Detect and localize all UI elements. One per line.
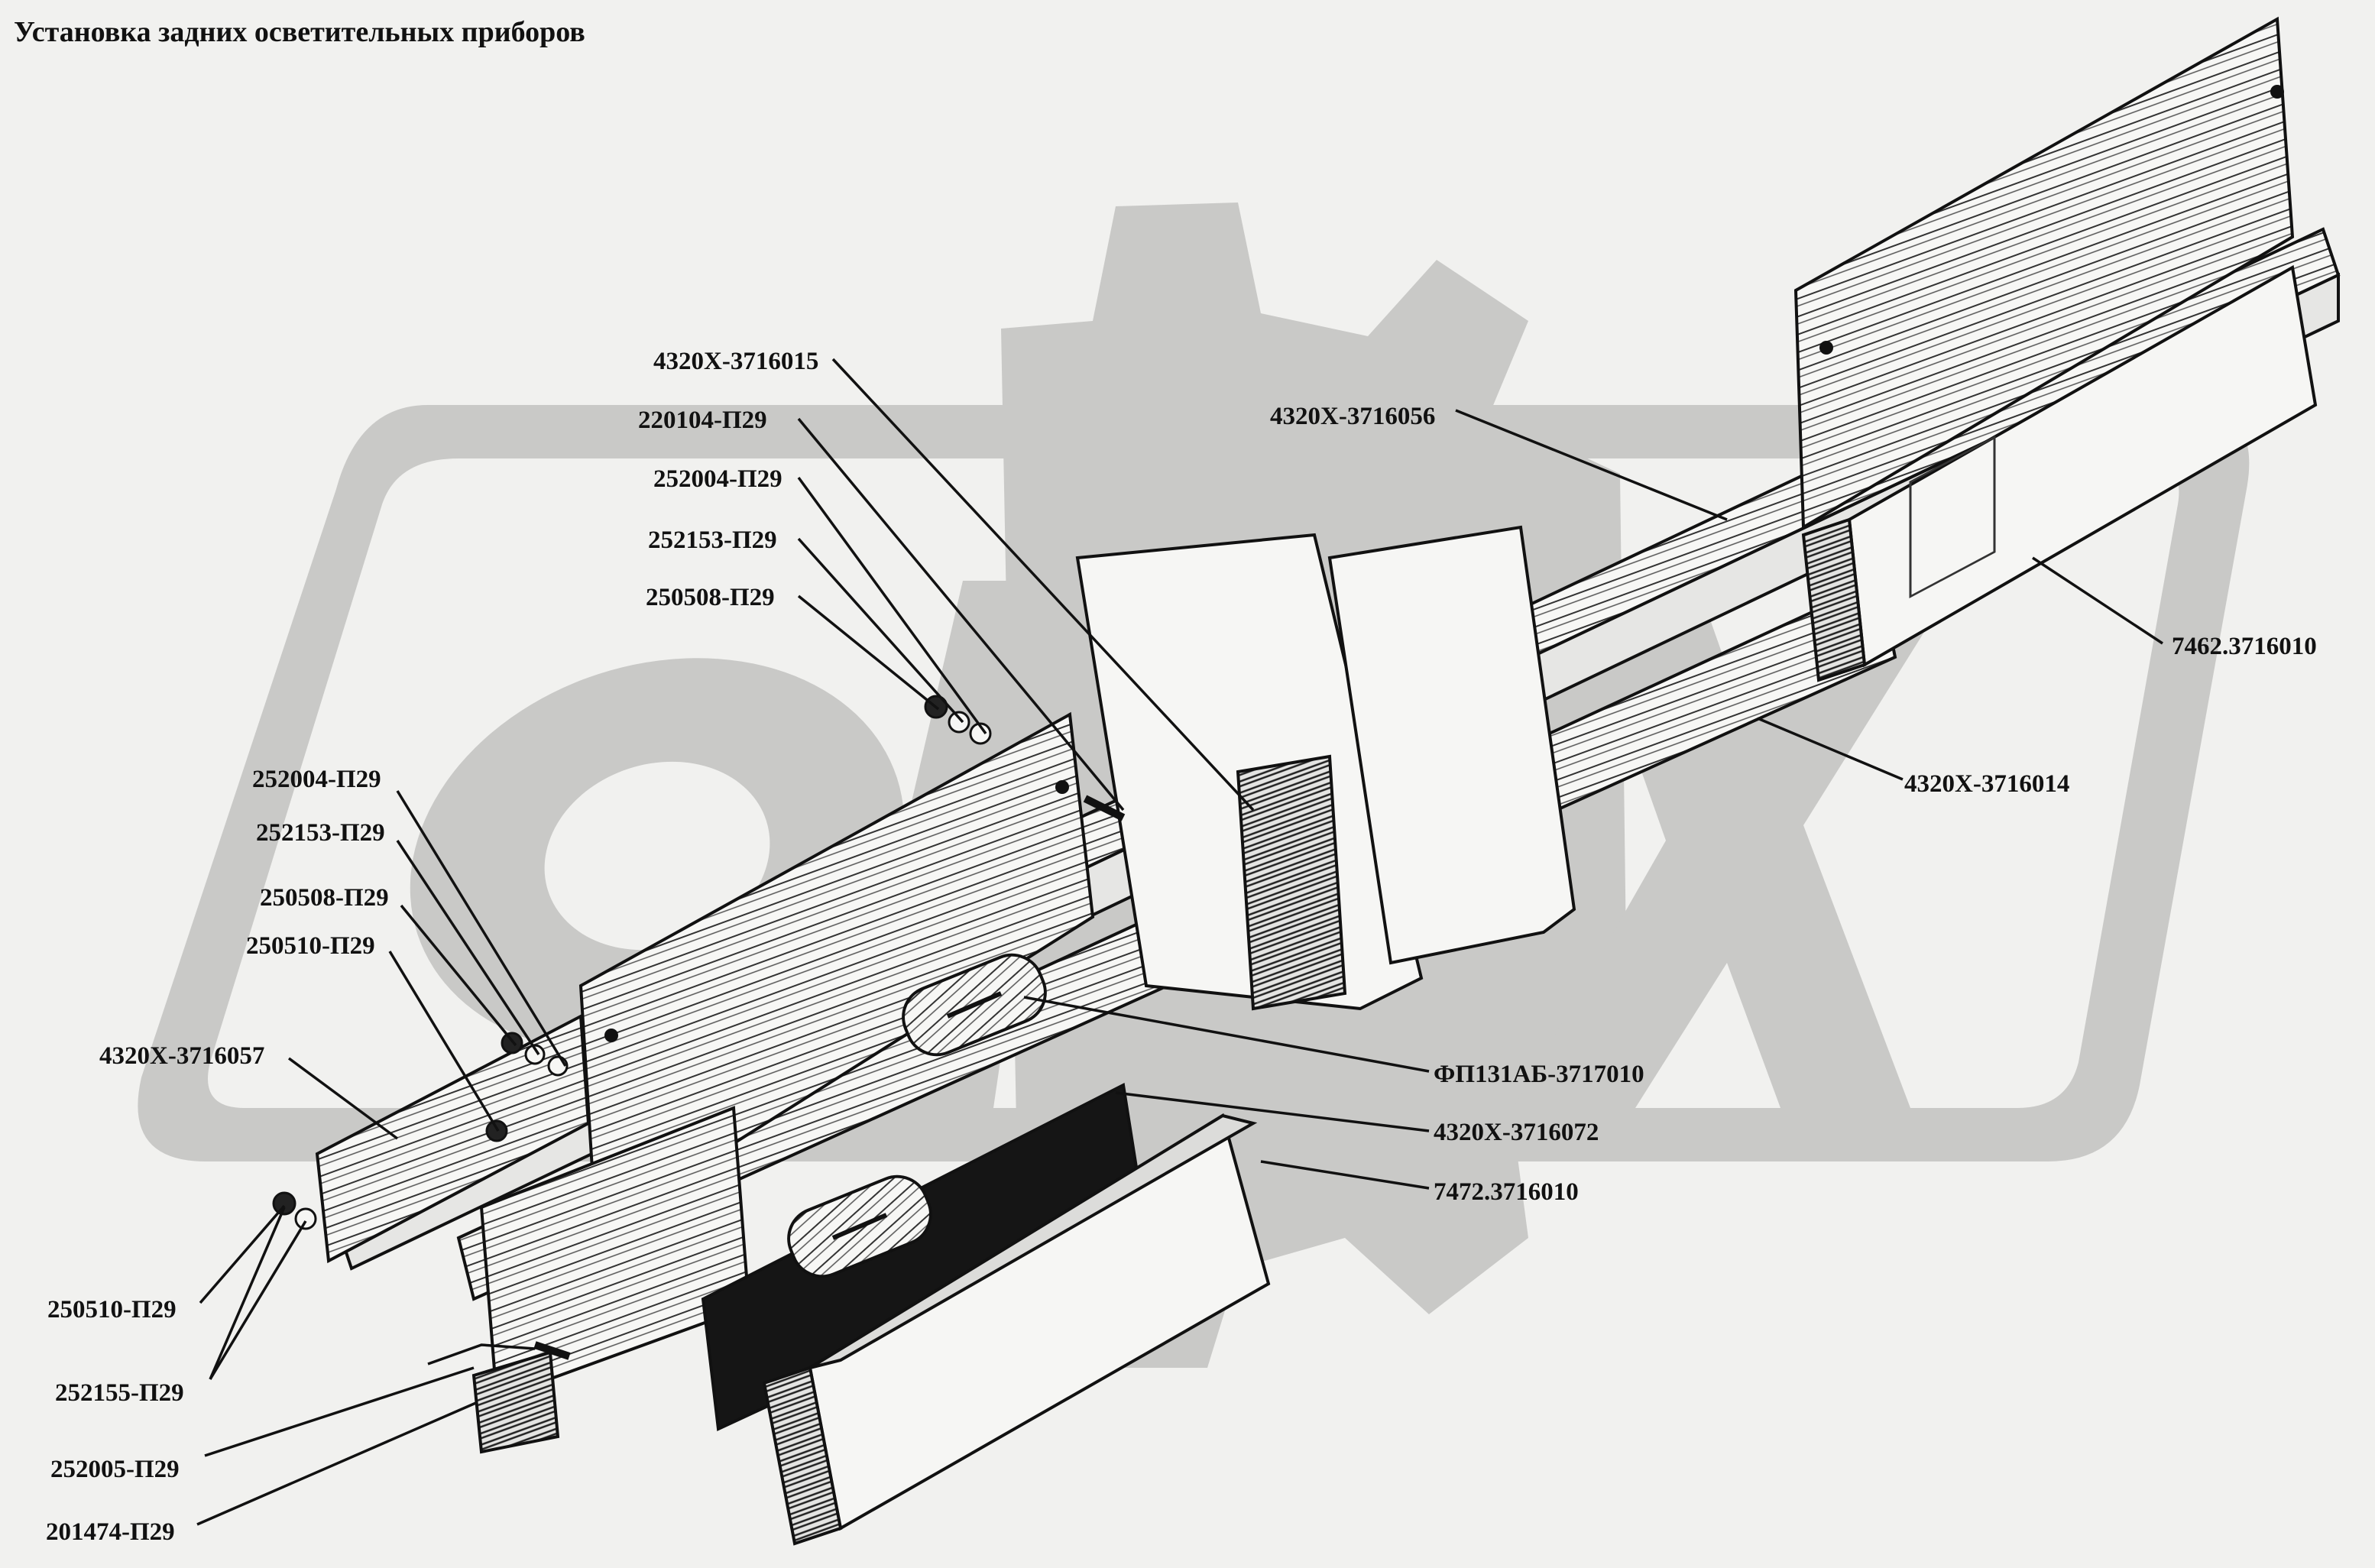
label-4320x-3716014: 4320Х-3716014 (1904, 770, 2069, 798)
left-lamp-7472-3716010 (762, 1113, 1271, 1546)
label-252153-p29-left: 252153-П29 (256, 819, 385, 847)
left-mudflap-hole-1 (604, 1029, 618, 1042)
watermark-frame (138, 405, 2250, 1161)
washer-icon (948, 711, 970, 734)
part-labels: 4320Х-3716015 220104-П29 252004-П29 2521… (46, 348, 2317, 1546)
label-4320x-3716015: 4320Х-3716015 (653, 348, 818, 375)
bolt-icon (1083, 795, 1126, 821)
label-220104-p29: 220104-П29 (638, 407, 767, 434)
plate-lamp-lower (787, 1174, 932, 1278)
washer-icon (294, 1207, 317, 1230)
right-mudflap-hole-2 (2270, 85, 2284, 99)
left-mudflap-hole-2 (1055, 780, 1069, 794)
label-4320x-3716056: 4320Х-3716056 (1270, 403, 1435, 430)
label-252004-p29-top: 252004-П29 (653, 465, 782, 493)
diagram-title: Установка задних осветительных приборов (14, 16, 585, 48)
left-mudflap-4320x-3716057 (578, 711, 1095, 1233)
central-bracket-4320x-3716015 (1075, 525, 1576, 1011)
label-7462-3716010: 7462.3716010 (2172, 633, 2317, 660)
fasteners (272, 695, 1126, 1360)
label-7472-3716010: 7472.3716010 (1434, 1178, 1579, 1206)
leader-lines (196, 358, 2163, 1526)
label-250508-p29-left: 250508-П29 (260, 884, 389, 912)
label-fp131ab-3717010: ФП131АБ-3717010 (1434, 1061, 1644, 1088)
label-252153-p29-top: 252153-П29 (648, 526, 777, 554)
label-250510-p29-bottom: 250510-П29 (47, 1296, 177, 1323)
label-4320x-3716057: 4320Х-3716057 (99, 1042, 264, 1070)
nut-icon (501, 1032, 523, 1055)
label-252004-p29-left: 252004-П29 (252, 766, 381, 793)
plate-lamp-upper (902, 953, 1047, 1057)
license-plate-lamp-mount (471, 1350, 560, 1454)
washer-icon (524, 1044, 546, 1065)
left-rail-end (315, 1013, 591, 1264)
right-mudflap-hole-1 (1819, 341, 1833, 355)
label-4320x-3716072: 4320Х-3716072 (1434, 1119, 1599, 1146)
label-250508-p29-top: 250508-П29 (646, 584, 775, 611)
label-250510-p29-left: 250510-П29 (246, 932, 375, 960)
right-mudflap-4320x-3716056 (1793, 16, 2295, 530)
nut-icon (272, 1191, 296, 1216)
label-252005-p29: 252005-П29 (50, 1456, 180, 1483)
label-252155-p29: 252155-П29 (55, 1379, 184, 1407)
right-lamp-7462-3716010 (1801, 264, 2318, 682)
watermark-letter-o-hole (544, 761, 770, 951)
label-201474-p29: 201474-П29 (46, 1518, 175, 1546)
bolt-icon (533, 1341, 571, 1360)
washer-icon (969, 722, 992, 745)
